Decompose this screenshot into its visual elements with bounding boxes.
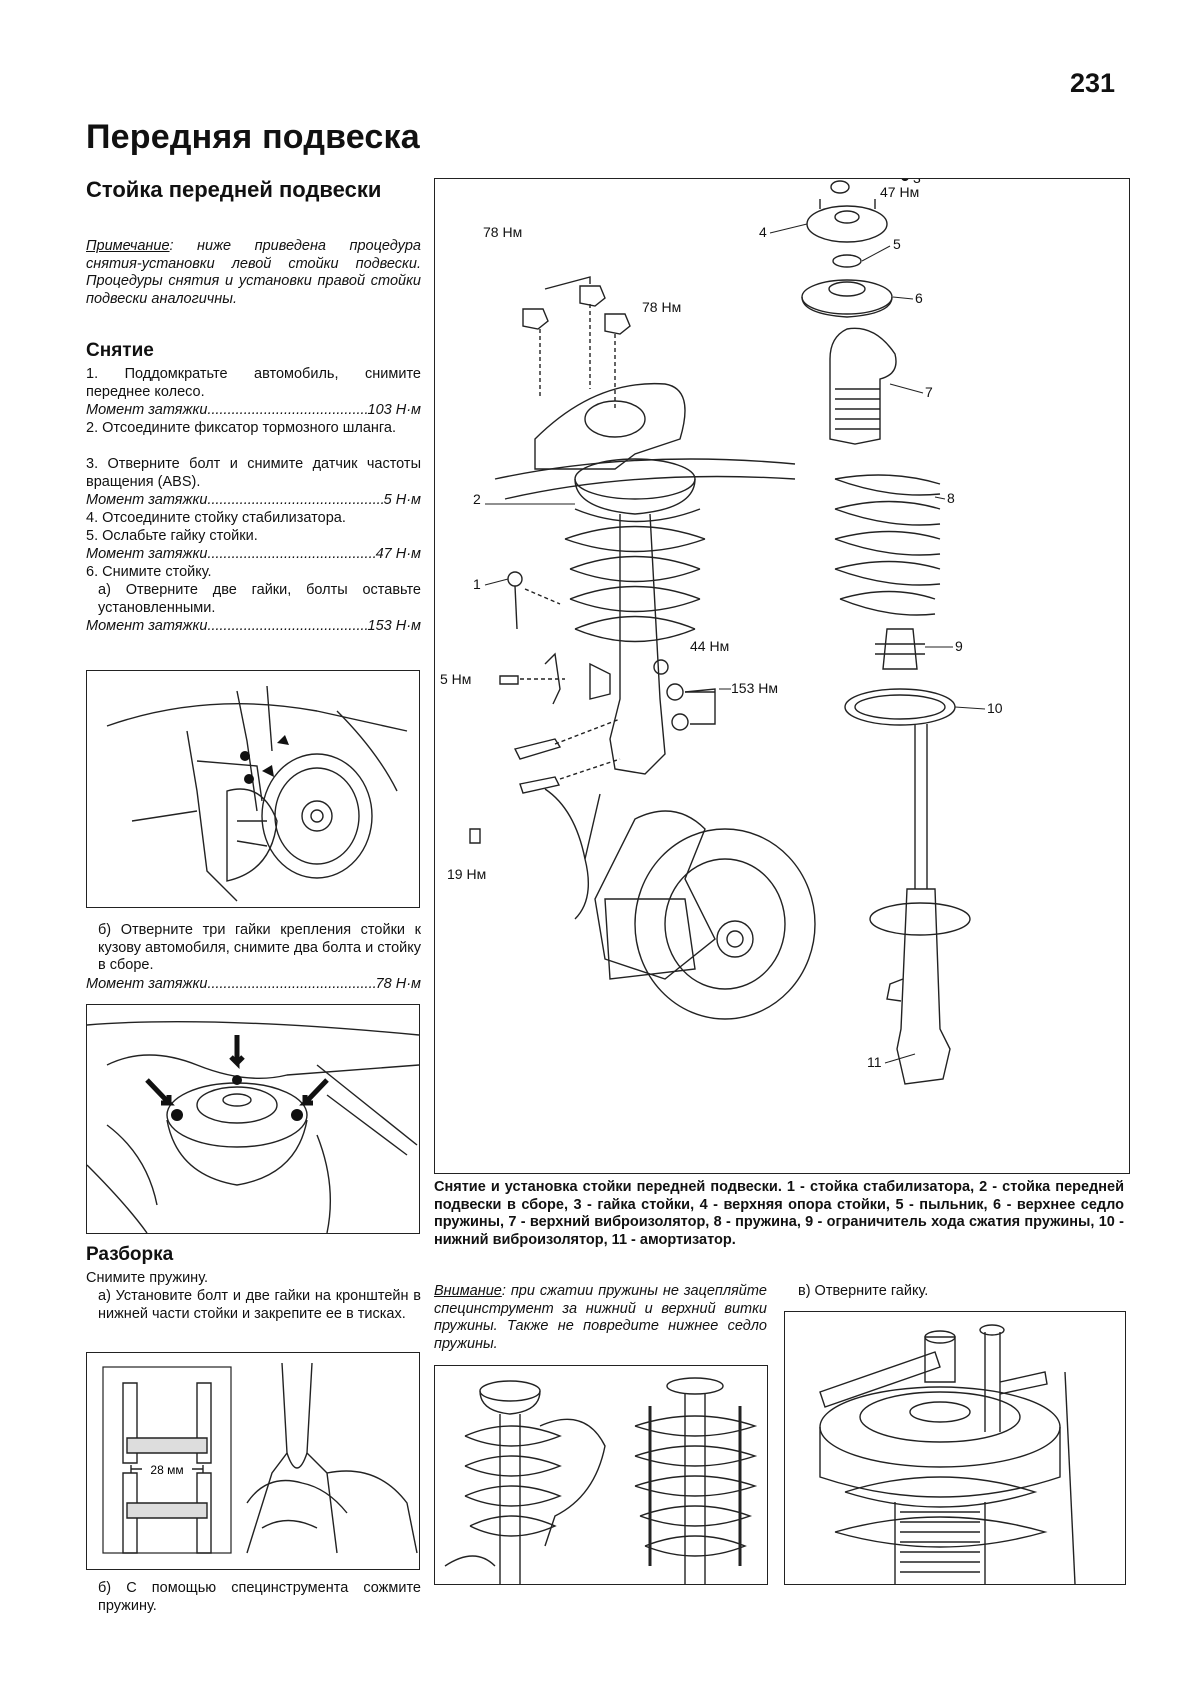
torque-value: 47 Н·м xyxy=(375,546,421,562)
removal-heading: Снятие xyxy=(86,340,154,361)
removal-step-6b: б) Отверните три гайки крепления стойки … xyxy=(98,922,421,973)
exploded-diagram: 78 Нм 78 Нм 47 Нм 44 Нм 5 Нм 153 Нм 19 Н… xyxy=(440,179,1003,1085)
label-part-2: 2 xyxy=(473,491,481,507)
label-part-11: 11 xyxy=(867,1054,882,1070)
removal-step-3: 3. Отверните болт и снимите датчик часто… xyxy=(86,456,421,490)
label-part-10: 10 xyxy=(987,700,1003,716)
note-label: Примечание xyxy=(86,238,170,254)
torque-row-1: Момент затяжки 103 Н·м xyxy=(86,402,421,420)
removal-step-5: 5. Ослабьте гайку стойки. xyxy=(86,528,258,544)
removal-step-1: 1. Поддомкратьте автомобиль, снимите пер… xyxy=(86,366,421,400)
torque-label: Момент затяжки xyxy=(86,618,208,634)
label-part-8: 8 xyxy=(947,490,955,506)
figure-caption: Снятие и установка стойки передней подве… xyxy=(434,1179,1124,1248)
label-part-7: 7 xyxy=(925,384,933,400)
disassembly-step-a: а) Установите болт и две гайки на кроншт… xyxy=(98,1288,421,1322)
disassembly-step-b: б) С помощью специнструмента сожмите пру… xyxy=(98,1580,421,1614)
torque-row-5: Момент затяжки 78 Н·м xyxy=(86,976,421,994)
torque-row-2: Момент затяжки 5 Н·м xyxy=(86,492,421,510)
label-part-1: 1 xyxy=(473,576,481,592)
torque-row-4: Момент затяжки 153 Н·м xyxy=(86,618,421,636)
step-v: в) Отверните гайку. xyxy=(798,1283,929,1299)
strut-top-drawing xyxy=(87,1020,419,1233)
disassembly-intro: Снимите пружину. xyxy=(86,1270,209,1286)
bracket-drawing: 28 мм xyxy=(102,1362,418,1554)
removal-step-2: 2. Отсоедините фиксатор тормозного шланг… xyxy=(86,420,396,436)
figure-spring-compressor xyxy=(434,1365,768,1585)
hub-drawing xyxy=(106,685,408,902)
figure-nut-removal xyxy=(784,1311,1126,1585)
section-title: Стойка передней подвески xyxy=(86,177,382,202)
torque-value: 5 Н·м xyxy=(383,492,421,508)
label-part-9: 9 xyxy=(955,638,963,654)
figure-bracket-vise: 28 мм xyxy=(86,1352,420,1570)
warning-label: Внимание xyxy=(434,1283,502,1299)
label-torque-153: 153 Нм xyxy=(731,680,778,696)
disassembly-heading: Разборка xyxy=(86,1244,174,1265)
torque-row-3: Момент затяжки 47 Н·м xyxy=(86,546,421,564)
label-part-4: 4 xyxy=(759,224,767,240)
warning-note: Внимание: при сжатии пружины не зацепляй… xyxy=(434,1283,767,1353)
page-number: 231 xyxy=(1070,68,1116,98)
torque-label: Момент затяжки xyxy=(86,402,208,418)
label-torque-44: 44 Нм xyxy=(690,638,729,654)
figure-hub-nuts xyxy=(86,670,420,908)
removal-step-6: 6. Снимите стойку. xyxy=(86,564,212,580)
torque-value: 78 Н·м xyxy=(375,976,421,992)
label-torque-47: 47 Нм xyxy=(880,184,919,200)
torque-value: 153 Н·м xyxy=(367,618,421,634)
removal-step-4: 4. Отсоедините стойку стабилизатора. xyxy=(86,510,346,526)
label-part-3: 3 xyxy=(913,179,921,186)
dimension-label: 28 мм xyxy=(150,1463,183,1477)
note-text: : ниже приведена процедура снятия-устано… xyxy=(86,238,421,307)
torque-value: 103 Н·м xyxy=(367,402,421,418)
label-part-5: 5 xyxy=(893,236,901,252)
label-part-6: 6 xyxy=(915,290,923,306)
compressor-drawing xyxy=(444,1377,758,1584)
torque-label: Момент затяжки xyxy=(86,976,208,992)
torque-label: Момент затяжки xyxy=(86,492,208,508)
page-title: Передняя подвеска xyxy=(86,118,420,156)
figure-strut-exploded: 78 Нм 78 Нм 47 Нм 44 Нм 5 Нм 153 Нм 19 Н… xyxy=(434,178,1130,1174)
label-torque-5: 5 Нм xyxy=(440,671,471,687)
note: Примечание: ниже приведена процедура сня… xyxy=(86,238,421,308)
warning-text: : при сжатии пружины не зацепляйте специ… xyxy=(434,1283,767,1352)
figure-strut-top xyxy=(86,1004,420,1234)
label-torque-19: 19 Нм xyxy=(447,866,486,882)
nut-removal-drawing xyxy=(819,1324,1076,1584)
torque-label: Момент затяжки xyxy=(86,546,208,562)
label-torque-78-a: 78 Нм xyxy=(483,224,522,240)
label-torque-78-b: 78 Нм xyxy=(642,299,681,315)
removal-step-6a: а) Отверните две гайки, болты оставьте у… xyxy=(98,582,421,616)
